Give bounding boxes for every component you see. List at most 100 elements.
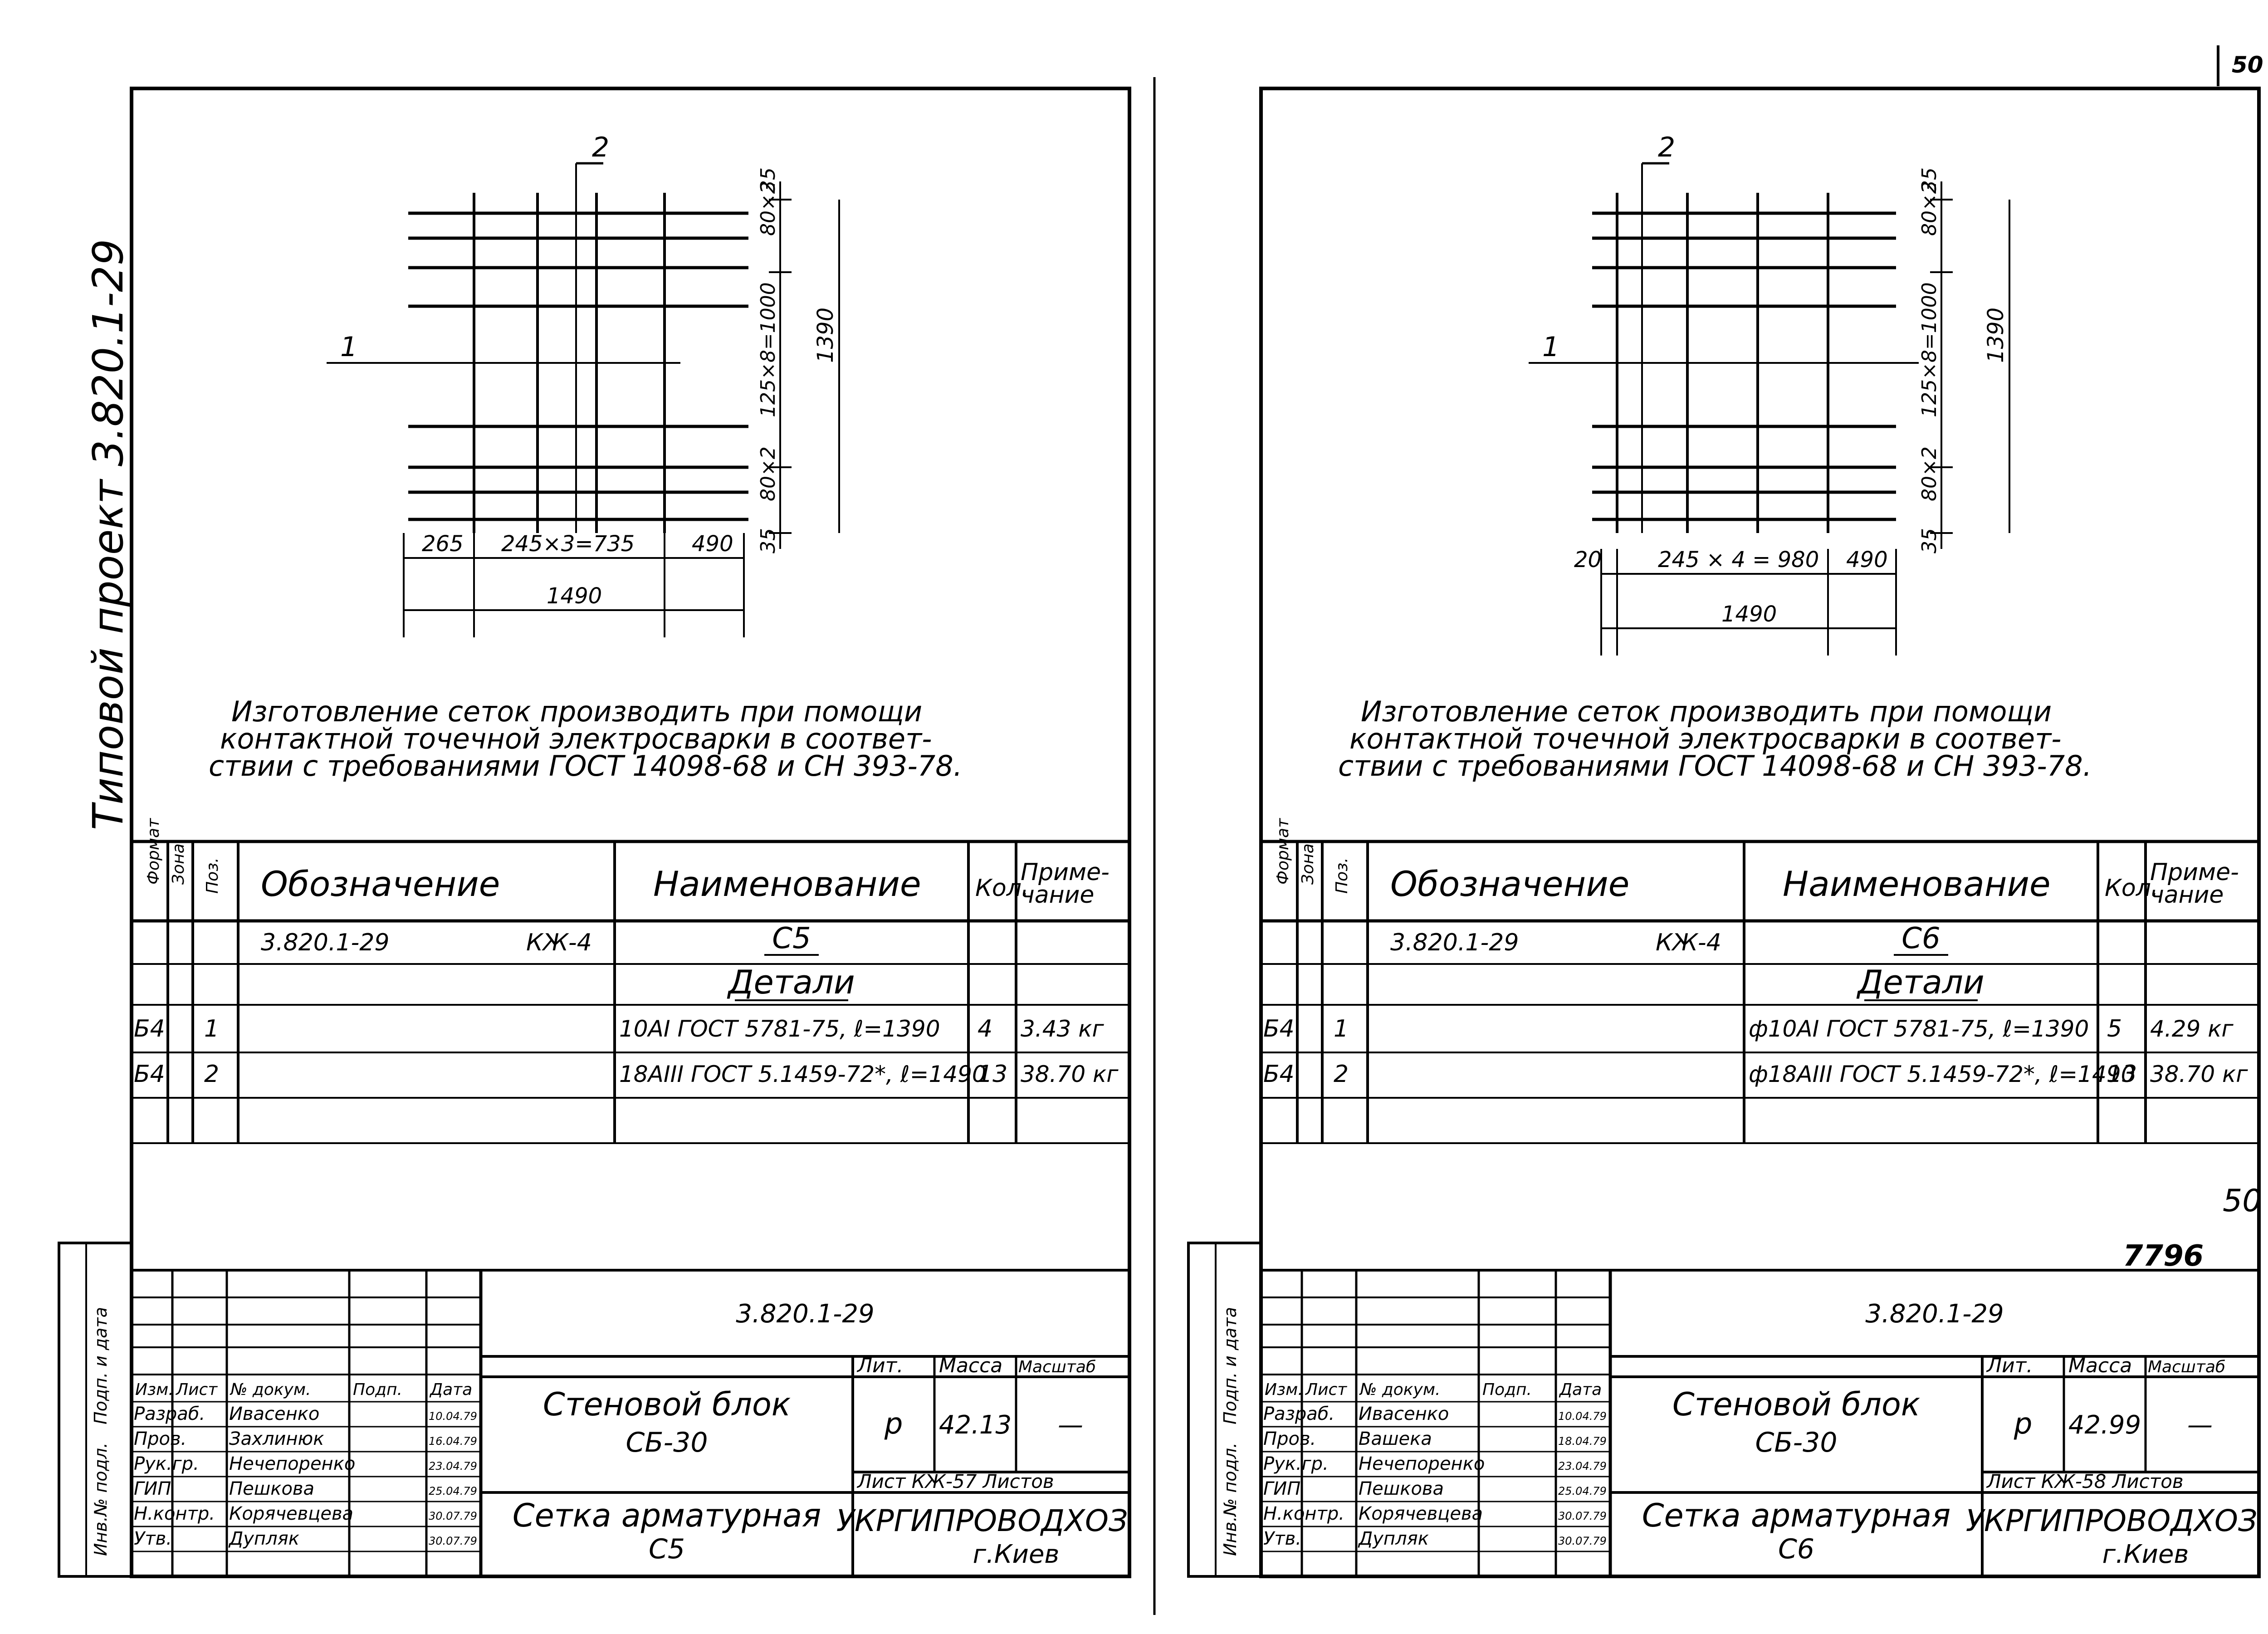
row-note: 3.43 кг bbox=[1021, 1016, 1104, 1042]
row-format: Б4 bbox=[1263, 1061, 1295, 1088]
side-title: Типовой проект 3.820.1-29 bbox=[84, 239, 132, 830]
stamp-date: 16.04.79 bbox=[429, 1435, 477, 1448]
dim-label-bottom: 265 bbox=[422, 531, 464, 557]
dim-total-width: 1490 bbox=[547, 583, 602, 609]
sheet-frame bbox=[130, 87, 1131, 1578]
dim-label-right: 125×8=1000 bbox=[757, 282, 780, 417]
row-name: 10AI ГОСТ 5781-75, ℓ=1390 bbox=[619, 1016, 940, 1042]
row-pos: 2 bbox=[204, 1061, 219, 1088]
stamp-scale: — bbox=[1058, 1410, 1083, 1440]
row-pos: 2 bbox=[1334, 1061, 1349, 1088]
header-qty: Кол. bbox=[2105, 875, 2159, 902]
stamp-role: Разраб. bbox=[134, 1404, 205, 1424]
stamp-role: Н.контр. bbox=[134, 1503, 215, 1524]
stamp-col-header: Изм. bbox=[1265, 1380, 1303, 1399]
stamp-date: 10.04.79 bbox=[429, 1410, 477, 1423]
stamp-date: 23.04.79 bbox=[429, 1460, 477, 1473]
stamp-role: ГИП bbox=[134, 1478, 171, 1499]
row-format: Б4 bbox=[134, 1061, 165, 1088]
stamp-col-header: № докум. bbox=[1359, 1380, 1440, 1399]
side-label-inv: Инв.№ подл. bbox=[91, 1443, 111, 1556]
dim-label-right: 35 bbox=[1918, 167, 1941, 193]
sheet-frame bbox=[1259, 87, 2261, 1578]
stamp-role: Н.контр. bbox=[1263, 1503, 1344, 1524]
stamp-org: УКРГИПРОВОДХОЗ bbox=[1966, 1503, 2258, 1538]
header-format: Формат bbox=[1274, 818, 1292, 885]
stamp-name: Пешкова bbox=[1359, 1478, 1444, 1499]
dim-label-bottom: 245 × 4 = 980 bbox=[1658, 547, 1819, 572]
dim-label-right: 35 bbox=[757, 167, 780, 193]
stamp-role: ГИП bbox=[1263, 1478, 1300, 1499]
stamp-name: Дупляк bbox=[1358, 1528, 1429, 1549]
stamp-col-header: Подп. bbox=[353, 1380, 402, 1399]
header-pos: Поз. bbox=[203, 857, 222, 894]
stamp-col-header: Изм. bbox=[135, 1380, 174, 1399]
stamp-name: Захлинюк bbox=[229, 1429, 324, 1449]
stamp-city: г.Киев bbox=[973, 1540, 1060, 1569]
note-line: Изготовление сеток производить при помощ… bbox=[231, 695, 922, 728]
stamp-title-code: СБ-30 bbox=[626, 1427, 708, 1458]
side-stamp bbox=[1187, 1242, 1262, 1578]
stamp-role: Пров. bbox=[1263, 1429, 1316, 1449]
row-note: 4.29 кг bbox=[2150, 1016, 2234, 1042]
dim-label-bottom: 490 bbox=[692, 531, 733, 557]
stamp-lit-header: Лит. bbox=[1986, 1354, 2033, 1377]
row-qty: 13 bbox=[2107, 1061, 2137, 1088]
row-note: 38.70 кг bbox=[2150, 1061, 2248, 1087]
dim-label-bottom: 490 bbox=[1846, 547, 1888, 572]
stamp-role: Рук.гр. bbox=[1263, 1453, 1329, 1474]
header-designation: Обозначение bbox=[261, 864, 500, 904]
row-pos: 1 bbox=[204, 1015, 219, 1042]
stamp-col-header: № докум. bbox=[230, 1380, 311, 1399]
stamp-product-code: С6 bbox=[1778, 1533, 1814, 1565]
stamp-scale: — bbox=[2187, 1410, 2213, 1440]
stamp-date: 25.04.79 bbox=[429, 1485, 477, 1497]
stamp-col-header: Подп. bbox=[1482, 1380, 1532, 1399]
stamp-col-header: Лист bbox=[1305, 1380, 1347, 1399]
stamp-name: Ивасенко bbox=[1359, 1404, 1449, 1424]
row-name: С6 bbox=[1901, 922, 1940, 955]
stamp-role: Утв. bbox=[1263, 1528, 1301, 1549]
row-format: Б4 bbox=[1263, 1015, 1295, 1042]
dim-label-right: 80×2 bbox=[757, 181, 780, 236]
stamp-name: Пешкова bbox=[229, 1478, 314, 1499]
note-line: контактной точечной электросварки в соот… bbox=[220, 722, 932, 755]
stamp-mass-header: Масса bbox=[939, 1354, 1002, 1377]
stamp-role: Утв. bbox=[134, 1528, 172, 1549]
stamp-name: Вашека bbox=[1359, 1429, 1432, 1449]
row-pos: 1 bbox=[1334, 1015, 1349, 1042]
stamp-mass: 42.99 bbox=[2068, 1410, 2141, 1440]
section-label: Детали bbox=[1856, 963, 1984, 1001]
dim-label-bottom: 245×3=735 bbox=[501, 531, 635, 557]
dim-label-right: 80×2 bbox=[757, 446, 780, 501]
side-stamp bbox=[58, 1242, 133, 1578]
stamp-title: Стеновой блок bbox=[543, 1386, 791, 1423]
dim-total-height: 1390 bbox=[813, 308, 838, 363]
stamp-name: Дупляк bbox=[228, 1528, 299, 1549]
stamp-role: Пров. bbox=[134, 1429, 186, 1449]
stamp-sheet-line: Лист КЖ-58 Листов bbox=[1986, 1470, 2184, 1492]
stamp-name: Корячевцева bbox=[1359, 1503, 1483, 1524]
stamp-name: Нечепоренко bbox=[1359, 1453, 1485, 1474]
page-number: 50 bbox=[2232, 52, 2263, 78]
note-line: Изготовление сеток производить при помощ… bbox=[1361, 695, 2052, 728]
header-zone: Зона bbox=[1299, 843, 1317, 885]
dim-total-height: 1390 bbox=[1983, 308, 2009, 363]
stamp-doc-code: 3.820.1-29 bbox=[736, 1299, 874, 1329]
pos2-label: 2 bbox=[1658, 132, 1675, 163]
header-zone: Зона bbox=[169, 843, 188, 885]
header-name: Наименование bbox=[1783, 864, 2051, 904]
row-code: КЖ-4 bbox=[1656, 929, 1721, 956]
stamp-date: 30.07.79 bbox=[429, 1510, 477, 1522]
stamp-date: 10.04.79 bbox=[1558, 1410, 1607, 1423]
stamp-date: 23.04.79 bbox=[1558, 1460, 1607, 1473]
row-designation: 3.820.1-29 bbox=[1390, 929, 1519, 956]
